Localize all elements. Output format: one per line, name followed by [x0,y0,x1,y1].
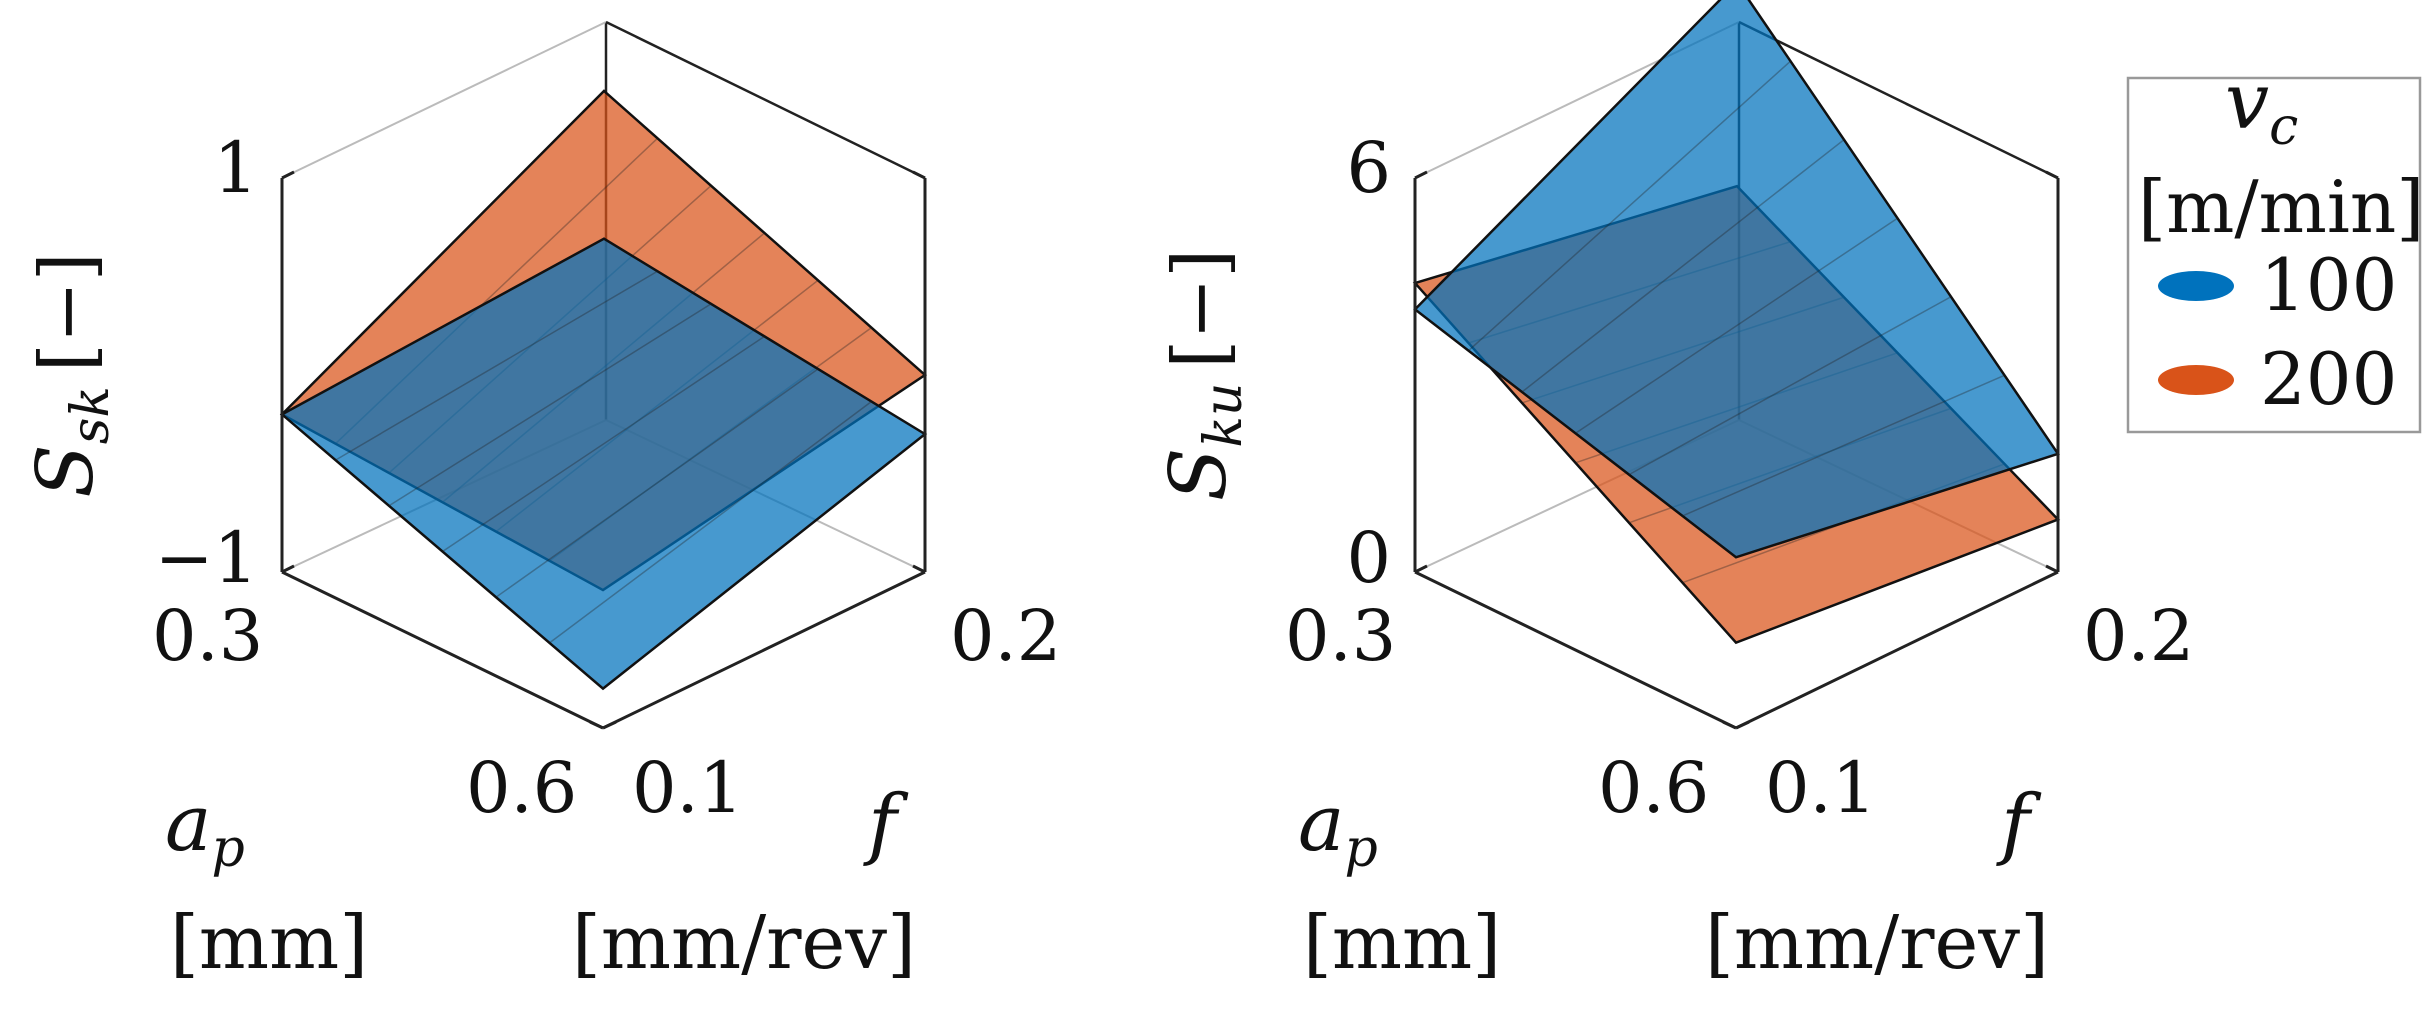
box-edge [1738,20,2059,180]
z-tick-label: −1 [155,517,258,599]
z-tick-label: 6 [1346,127,1391,209]
tick-mark [281,564,295,574]
y-tick-label: 0.1 [1765,747,1876,829]
surface-mesh-line [495,368,819,598]
surface-mesh-line [1628,296,1952,476]
y-axis-label: f [863,779,909,869]
x-axis-unit: [mm] [1303,900,1501,986]
x-axis-label: ap [165,779,245,879]
y-tick-label: 0.2 [950,595,1061,677]
surface-mesh-line [1521,139,1845,393]
panel-sku-front-box [1413,170,2060,730]
tick-mark [912,170,926,180]
surface-mesh-line [335,270,658,461]
x-axis-unit: [mm] [170,900,368,986]
tick-mark [602,720,617,730]
surface-mesh-line [1467,60,1792,352]
tick-mark [1414,564,1428,574]
legend-title-symbol: vc [2225,57,2298,157]
legend-swatch-100 [2158,271,2234,301]
legend: vc [m/min] 100 200 [2126,57,2424,434]
y-tick-label: 0.2 [2083,595,2194,677]
surface-mesh-line [388,303,712,507]
z-axis-label: Ssk[−] [21,252,121,497]
tick-mark [912,564,926,574]
y-axis-line [602,570,926,730]
tick-mark [589,720,604,730]
y-tick-label: 0.1 [632,747,743,829]
tick-mark [1414,170,1428,180]
tick-mark [1735,720,1750,730]
x-tick-label: 0.6 [1598,747,1709,829]
panel-ssk-front-box [280,170,927,730]
surface-mesh-line [1575,217,1898,434]
tick-mark [1722,720,1737,730]
box-edge [281,21,607,179]
panel-sku-surfaces [1412,0,2061,645]
surface-mesh-line [549,400,872,644]
panel-sku: 6 0 0.3 0.6 0.1 0.2 Sku[−] ap [mm] f [mm… [1154,0,2194,986]
surface-100 [1413,0,2060,559]
surface-mesh-line [1682,374,2005,517]
legend-label-200: 200 [2260,337,2397,421]
x-tick-label: 0.3 [1285,595,1396,677]
box-edge [605,20,926,180]
tick-mark [2045,564,2059,574]
legend-title-unit: [m/min] [2138,165,2424,249]
x-axis-line [1414,570,1737,730]
panel-ssk-surfaces [279,89,928,691]
z-axis-label: Sku[−] [1154,249,1254,501]
x-tick-label: 0.3 [152,595,263,677]
y-axis-label: f [1996,779,2042,869]
y-axis-line [1735,570,2059,730]
y-axis-unit: [mm/rev] [1705,900,2049,986]
x-axis-label: ap [1298,779,1378,879]
z-tick-label: 0 [1346,517,1391,599]
y-axis-unit: [mm/rev] [572,900,916,986]
legend-swatch-200 [2158,365,2234,395]
z-tick-label: 1 [213,127,258,209]
tick-mark [2045,170,2059,180]
surface-mesh-line [442,335,765,553]
panel-ssk: 1 −1 0.3 0.6 0.1 0.2 Ssk[−] ap [mm] f [m… [21,20,1061,986]
x-axis-line [281,570,604,730]
tick-mark [281,170,295,180]
legend-label-100: 100 [2260,243,2397,327]
x-tick-label: 0.6 [466,747,577,829]
